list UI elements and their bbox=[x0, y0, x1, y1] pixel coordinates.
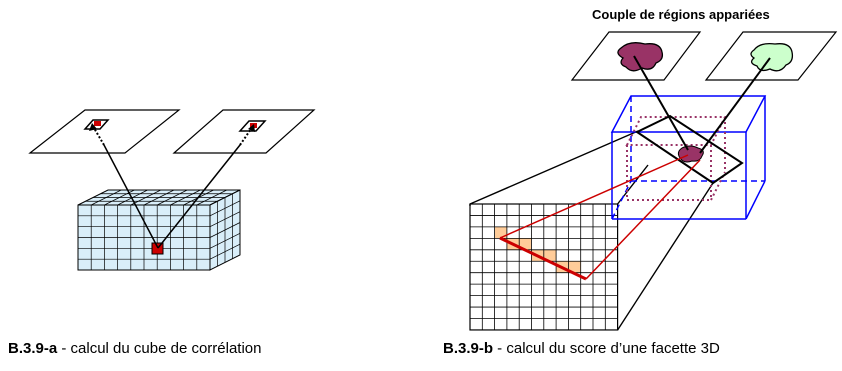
caption-a: B.3.9-a - calcul du cube de corrélation bbox=[8, 340, 261, 357]
image-grid bbox=[469, 203, 619, 331]
red-segment-on-grid bbox=[499, 236, 587, 281]
red-projection-bottom bbox=[585, 159, 701, 280]
highlighted-cell bbox=[543, 249, 557, 262]
cube-grid-line bbox=[209, 211, 241, 227]
region-pair-title: Couple de régions appariées bbox=[592, 7, 770, 22]
image-plane-left bbox=[28, 109, 181, 154]
caption-b: B.3.9-b - calcul du score d’une facette … bbox=[443, 340, 720, 357]
arrowhead-right bbox=[248, 124, 255, 132]
cube-grid-line bbox=[209, 233, 241, 249]
cube-grid-line bbox=[209, 200, 241, 217]
caption-a-text: - calcul du cube de corrélation bbox=[57, 340, 262, 357]
facet-score-figure bbox=[469, 31, 838, 331]
arrowhead-left bbox=[89, 123, 97, 131]
cube-grid-line bbox=[209, 243, 241, 260]
ray-right-solid bbox=[157, 144, 241, 249]
ray-right-dotted bbox=[239, 128, 252, 146]
ray-left-solid bbox=[103, 144, 159, 249]
ray-left-dotted bbox=[93, 127, 105, 146]
region-left-blob bbox=[617, 42, 664, 72]
highlighted-cell bbox=[494, 226, 507, 239]
projected-region bbox=[677, 145, 704, 163]
region-right-blob bbox=[750, 42, 794, 72]
correlation-cube bbox=[77, 189, 241, 271]
ray-region-left bbox=[633, 55, 689, 151]
caption-b-text: - calcul du score d’une facette 3D bbox=[493, 340, 720, 357]
facet-plane bbox=[634, 114, 744, 185]
cube-grid-line bbox=[209, 222, 241, 238]
ray-region-right bbox=[699, 57, 771, 154]
red-projection-top bbox=[499, 154, 689, 239]
caption-a-id: B.3.9-a bbox=[8, 340, 58, 357]
highlighted-cell bbox=[568, 261, 581, 273]
pixel-left bbox=[94, 121, 101, 126]
caption-b-id: B.3.9-b bbox=[443, 340, 494, 357]
bounding-box-3d bbox=[610, 95, 767, 220]
highlighted-voxel bbox=[151, 242, 164, 255]
correlation-cube-figure bbox=[28, 109, 316, 271]
frustum-bottom-right bbox=[617, 182, 714, 331]
frustum-top-left bbox=[469, 130, 639, 205]
highlighted-cell bbox=[519, 238, 532, 250]
